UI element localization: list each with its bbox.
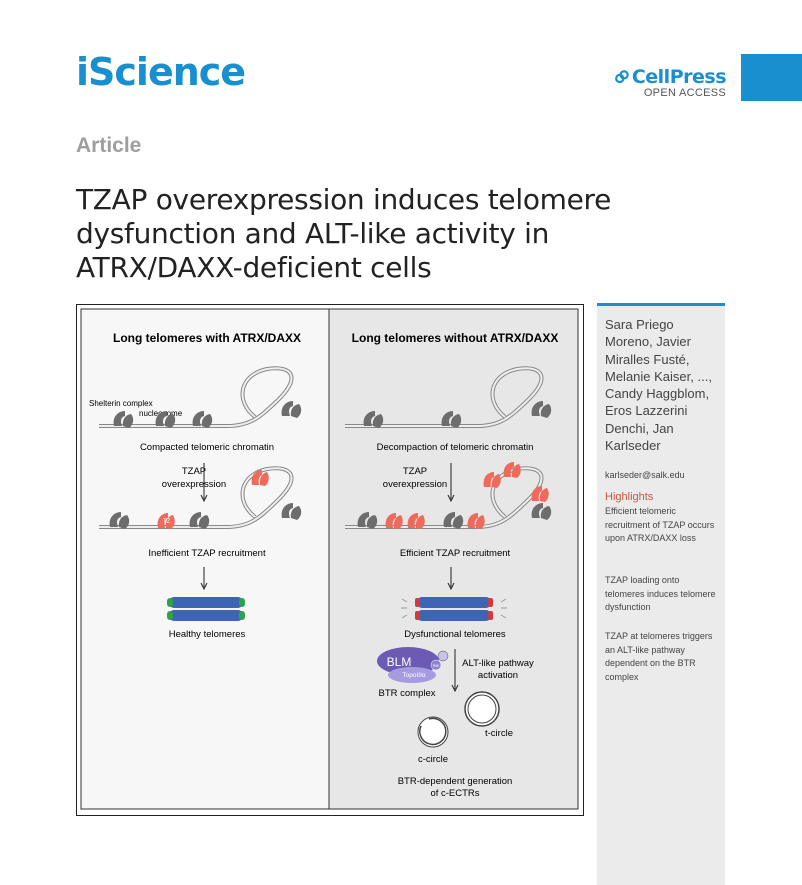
c-circle-label: c-circle bbox=[418, 754, 448, 765]
blm-label: BLM bbox=[387, 655, 412, 669]
right-caption-3: Dysfunctional telomeres bbox=[404, 629, 506, 640]
btr-complex: BLM RMI TopoIIIα bbox=[377, 647, 449, 683]
btr-complex-label: BTR complex bbox=[378, 688, 435, 699]
alt-label-2: activation bbox=[478, 670, 518, 681]
article-type: Article bbox=[76, 134, 142, 157]
highlight-item: TZAP loading onto telomeres induces telo… bbox=[605, 575, 716, 612]
telomere-loop-inefficient: TZ bbox=[99, 466, 302, 529]
c-circle bbox=[417, 716, 449, 748]
right-arrow-label-2: overexpression bbox=[383, 479, 447, 490]
t-circle-label: t-circle bbox=[485, 728, 513, 739]
result-label-2: of c-ECTRs bbox=[430, 788, 479, 799]
left-arrow-label-1: TZAP bbox=[182, 466, 206, 477]
right-caption-2: Efficient TZAP recruitment bbox=[400, 548, 511, 559]
telomere-loop-efficient bbox=[345, 462, 552, 529]
shelterin-label: Shelterin complex bbox=[89, 399, 153, 408]
publisher-name: CellPress bbox=[631, 66, 727, 88]
left-caption-3: Healthy telomeres bbox=[169, 629, 246, 640]
journal-logo: iScience bbox=[76, 50, 246, 94]
highlight-item: Efficient telomeric recruitment of TZAP … bbox=[605, 506, 715, 543]
left-panel-bg bbox=[80, 308, 330, 810]
t-circle bbox=[464, 691, 500, 727]
dysfunctional-chromosome bbox=[401, 597, 507, 621]
open-access-label: OPEN ACCESS bbox=[643, 87, 726, 99]
sidebar bbox=[597, 303, 725, 885]
highlights-heading: Highlights bbox=[605, 491, 654, 503]
right-panel-heading: Long telomeres without ATRX/DAXX bbox=[352, 331, 559, 345]
rmi-label: RMI bbox=[433, 664, 439, 668]
alt-label-1: ALT-like pathway bbox=[462, 658, 534, 669]
corner-tab bbox=[741, 54, 802, 101]
telomere-loop-decompacted bbox=[345, 366, 552, 428]
cellpress-icon bbox=[615, 70, 629, 84]
right-caption-1: Decompaction of telomeric chromatin bbox=[377, 442, 534, 453]
correspondence-email[interactable]: karlseder@salk.edu bbox=[605, 470, 685, 480]
left-arrow-label-2: overexpression bbox=[162, 479, 226, 490]
left-caption-1: Compacted telomeric chromatin bbox=[140, 442, 274, 453]
telomere-loop-compacted bbox=[99, 366, 302, 428]
left-panel-heading: Long telomeres with ATRX/DAXX bbox=[113, 331, 301, 345]
right-arrow-label-1: TZAP bbox=[403, 466, 427, 477]
topo-label: TopoIIIα bbox=[402, 672, 426, 679]
healthy-chromosome bbox=[167, 597, 245, 621]
highlight-item: TZAP at telomeres triggers an ALT-like p… bbox=[605, 631, 713, 682]
article-title: TZAP overexpression induces telomere dys… bbox=[76, 182, 612, 284]
graphical-abstract-figure: Long telomeres with ATRX/DAXX Shelterin … bbox=[80, 308, 579, 810]
tz-label: TZ bbox=[163, 519, 171, 525]
left-caption-2: Inefficient TZAP recruitment bbox=[148, 548, 266, 559]
graphical-abstract: Long telomeres with ATRX/DAXX Shelterin … bbox=[76, 304, 584, 816]
result-label-1: BTR-dependent generation bbox=[398, 776, 513, 787]
publisher-logo: CellPress OPEN ACCESS bbox=[614, 66, 727, 99]
author-list: Sara Priego Moreno, Javier Miralles Fust… bbox=[605, 317, 712, 454]
